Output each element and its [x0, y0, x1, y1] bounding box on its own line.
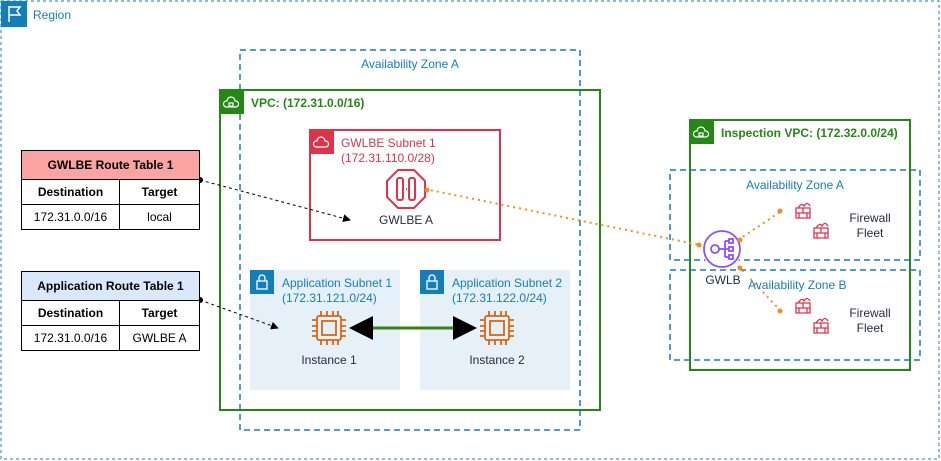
table-row: 172.31.0.0/16 local [21, 204, 200, 230]
inspection-az-b-boundary [669, 269, 921, 361]
vpc-cloud-lock-icon [222, 96, 240, 108]
gwlbe-route-destination: 172.31.0.0/16 [21, 204, 120, 230]
link-dot [424, 187, 430, 193]
gwlbe-subnet-cidr: (172.31.110.0/28) [341, 151, 435, 165]
region-icon-bg [1, 1, 27, 27]
gwlb-to-fleet-b-link [737, 265, 781, 311]
gwlbe-subnet-name: GWLBE Subnet 1 [341, 136, 436, 150]
table-row: 172.31.0.0/16 GWLBE A [21, 325, 200, 351]
link-dot [737, 237, 743, 243]
app-subnet-1-lock-icon [256, 274, 268, 290]
app-subnet-2-name: Application Subnet 2 [452, 276, 563, 290]
app-subnet-1-cidr: (172.31.121.0/24) [282, 291, 377, 305]
link-dot [777, 208, 783, 214]
gwlbe-cloud-icon [312, 136, 330, 148]
app-route-target: GWLBE A [119, 325, 200, 351]
app-route-table-header-target: Target [119, 300, 200, 326]
gwlbe-endpoint-icon [386, 169, 426, 209]
app-subnet-1-name: Application Subnet 1 [282, 276, 393, 290]
app-route-table-title: Application Route Table 1 [21, 271, 200, 301]
fleet-a-line2: Fleet [856, 226, 884, 240]
gwlb-label: GWLB [705, 273, 741, 287]
inspection-vpc-boundary [689, 119, 911, 371]
gwlb-label-bg [698, 272, 748, 288]
gwlb-icon [703, 230, 741, 268]
gwlbe-route-table: GWLBE Route Table 1 Destination Target 1… [21, 150, 200, 230]
gwlbe-endpoint-label: GWLBE A [378, 213, 434, 227]
instance-2-icon [480, 311, 514, 345]
firewall-fleet-a-icon [795, 202, 829, 239]
app-subnet-1-icon-bg [250, 270, 274, 294]
inspection-vpc-label: Inspection VPC: (172.32.0.0/24) [721, 126, 898, 140]
instance-1-label: Instance 1 [301, 353, 357, 367]
az-a-boundary [239, 49, 581, 431]
app-route-destination: 172.31.0.0/16 [21, 325, 120, 351]
vpc-label: VPC: (172.31.0.0/16) [251, 96, 365, 110]
gwlbe-route-table-header-target: Target [119, 179, 200, 205]
app-route-table-header-destination: Destination [21, 300, 120, 326]
app-subnet-2-lock-icon [426, 274, 438, 290]
gwlbe-subnet-boundary [309, 129, 501, 241]
gwlbe-route-target: local [119, 204, 200, 230]
az-a-label: Availability Zone A [361, 57, 459, 71]
link-dot [777, 308, 783, 314]
fleet-b-line1: Firewall [849, 306, 891, 320]
fleet-b-line2: Fleet [856, 321, 884, 335]
vpc-boundary [219, 89, 601, 411]
link-dot [737, 265, 743, 271]
inspection-az-a-label: Availability Zone A [746, 178, 844, 192]
inspection-vpc-cloud-lock-icon [692, 126, 710, 138]
app-route-table-association [199, 299, 279, 330]
instance-2-label: Instance 2 [469, 353, 525, 367]
fleet-a-line1: Firewall [849, 211, 891, 225]
region-label: Region [33, 8, 72, 22]
gwlbe-route-table-header-destination: Destination [21, 179, 120, 205]
gwlbe-to-gwlb-link [424, 188, 701, 246]
gwlbe-route-table-title: GWLBE Route Table 1 [21, 150, 200, 180]
link-dot [696, 242, 702, 248]
inspection-az-b-label: Availability Zone B [748, 278, 847, 292]
flag-icon [8, 6, 22, 22]
gwlb-to-fleet-a-link [737, 211, 781, 241]
app-subnet-2-icon-bg [420, 270, 444, 294]
app-subnet-2-cidr: (172.31.122.0/24) [452, 291, 547, 305]
gwlbe-route-table-association [199, 179, 351, 223]
instance-1-icon [312, 311, 346, 345]
app-route-table: Application Route Table 1 Destination Ta… [21, 271, 200, 351]
inspection-az-a-boundary [669, 169, 921, 261]
firewall-fleet-b-icon [795, 297, 829, 334]
